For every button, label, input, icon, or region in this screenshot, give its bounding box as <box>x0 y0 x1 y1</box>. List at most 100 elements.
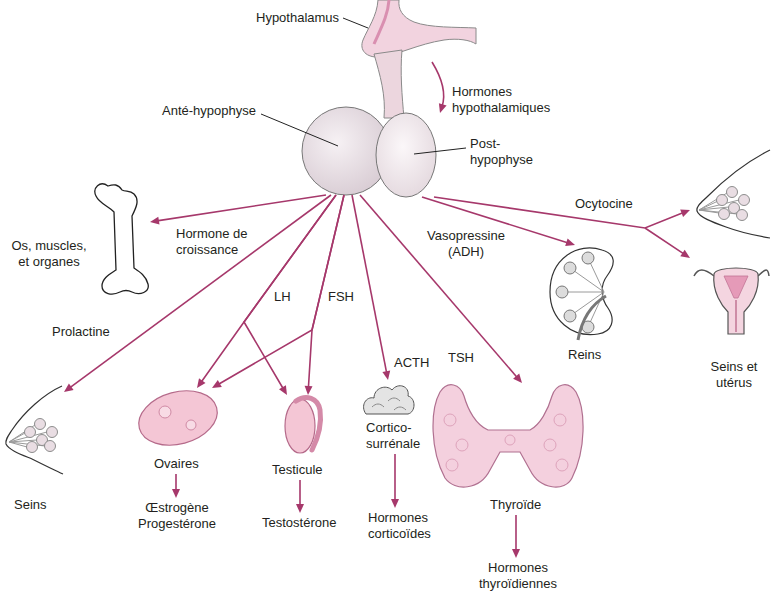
leader-line <box>343 18 368 28</box>
organ-label: Testostérone <box>262 515 336 531</box>
breast-lobule <box>27 442 38 453</box>
thyroid-texture <box>444 414 568 471</box>
organ-label: Hormones corticoïdes <box>368 510 436 542</box>
arrow-line <box>175 474 177 491</box>
arrow-head <box>513 374 522 383</box>
adrenal-drawing <box>364 386 414 414</box>
hormone-arrow <box>512 515 520 558</box>
arrow-head <box>439 103 447 113</box>
hormone-label: Ocytocine <box>575 196 633 212</box>
arrow-head <box>391 499 399 508</box>
organ-label: Thyroïde <box>490 497 541 513</box>
arrow-head <box>680 210 690 218</box>
breast-node: Seins <box>3 385 64 515</box>
hormone-arrow <box>150 195 326 225</box>
ureter-drawing <box>578 296 606 340</box>
kidney-pyramid <box>556 286 568 298</box>
breast-lobule <box>45 441 56 452</box>
posterior-pituitary-drawing <box>376 113 436 197</box>
hormone-node: Œstrogène Progestérone <box>134 498 220 534</box>
arrow-head <box>197 378 206 388</box>
organ-label: Seins et utérus <box>704 359 764 391</box>
thyroid-node: Thyroïde <box>430 383 582 515</box>
breast-lobule <box>739 195 750 206</box>
breast-lobule <box>47 427 58 438</box>
kidney-drawing <box>550 248 613 335</box>
hormone-arrow <box>244 195 336 395</box>
arrow-line <box>70 195 331 388</box>
organ-label: Post- hypophyse <box>470 136 542 168</box>
testicle-drawing <box>285 399 315 453</box>
breast-uterus-node: Seins et utérus <box>690 148 771 393</box>
hormone-node: Testostérone <box>260 513 338 533</box>
hormone-arrow <box>197 195 336 388</box>
organ-label: Hormones thyroïdiennes <box>476 560 560 592</box>
organ-label: Hypothalamus <box>256 10 339 26</box>
thyroid-drawing <box>433 385 583 487</box>
arrow-line <box>515 515 517 551</box>
posterior-pituitary-node: Post- hypophyse <box>376 113 544 197</box>
kidney-pyramid <box>564 310 576 322</box>
arrow-line <box>394 454 396 501</box>
arrow-line <box>352 195 387 373</box>
arrow-head <box>382 370 390 380</box>
breast-lobule <box>25 427 36 438</box>
arrow-line <box>360 195 517 378</box>
arrow-head <box>512 549 520 558</box>
arrow-line <box>432 62 444 106</box>
hormone-label: Hormone de croissance <box>176 226 252 258</box>
breast-lobule <box>737 210 748 221</box>
hormone-label: Hormones hypothalamiques <box>452 84 556 116</box>
hypothalamus-drawing <box>362 0 476 57</box>
ovary-node: Ovaires <box>136 388 220 474</box>
organ-label: Ovaires <box>154 456 199 472</box>
kidney-pyramid <box>564 262 576 274</box>
hormone-label: ACTH <box>394 355 429 371</box>
breast-outline <box>697 150 770 238</box>
arrow-head <box>150 217 160 225</box>
cervix-canal <box>735 300 737 332</box>
ovary-follicle <box>186 420 196 430</box>
anterior-pituitary-node: Anté-hypophyse <box>160 101 390 195</box>
organ-label: Seins <box>14 497 47 513</box>
adrenal-texture <box>372 398 406 410</box>
hormone-label: TSH <box>448 350 474 366</box>
kidney-pyramid <box>582 252 594 264</box>
organ-label: Testicule <box>272 462 323 478</box>
hormone-arrow <box>172 474 180 498</box>
hypothalamus-stripe <box>374 0 389 44</box>
hormone-label: Vasopressine (ADH) <box>424 228 508 260</box>
uterus-drawing <box>714 268 759 334</box>
kidney-node: Reins <box>545 245 627 365</box>
organ-label: Anté-hypophyse <box>162 103 256 119</box>
ovary-drawing <box>133 383 224 454</box>
hormone-arrow <box>212 195 344 388</box>
hormone-label: FSH <box>328 289 354 305</box>
arrow-head <box>212 380 222 388</box>
ovary-follicle <box>159 406 171 418</box>
epididymis-drawing <box>296 398 321 450</box>
bone-node: Os, muscles, et organes <box>4 178 150 296</box>
arrow-head <box>296 504 304 513</box>
breast-lobule <box>727 187 738 198</box>
breast-lobule <box>717 195 728 206</box>
arrow-head <box>64 383 74 392</box>
breast-lobule <box>35 419 46 430</box>
organ-label: Reins <box>568 347 601 363</box>
breast-outline <box>6 386 63 474</box>
testicle-node: Testicule <box>270 395 325 480</box>
arrow-line <box>244 195 336 389</box>
hormone-arrow <box>391 454 399 508</box>
hormone-arrow <box>64 195 331 392</box>
arrow-line <box>299 480 301 506</box>
organ-label: Os, muscles, et organes <box>6 238 92 270</box>
leader-line <box>261 114 338 146</box>
organ-label: Œstrogène Progestérone <box>136 500 218 532</box>
hormone-label: LH <box>274 289 291 305</box>
bone-drawing <box>95 184 148 294</box>
organ-label: Cortico- surrénale <box>366 420 428 452</box>
arrow-head <box>305 386 313 395</box>
hormone-arrow <box>296 480 304 513</box>
